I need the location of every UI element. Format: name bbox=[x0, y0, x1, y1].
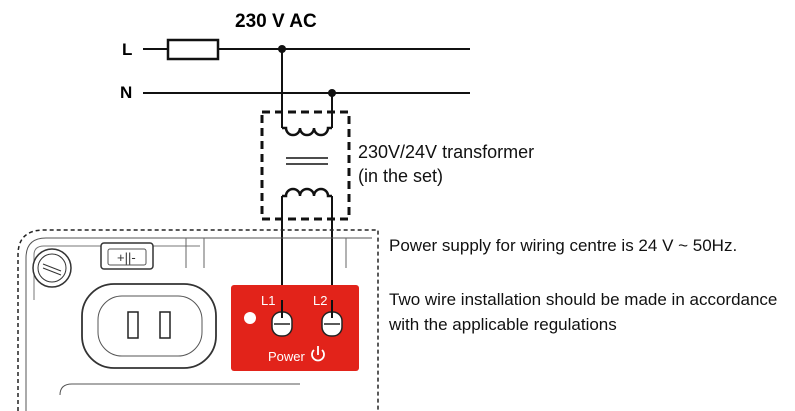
socket-pin-2 bbox=[159, 311, 171, 339]
fuse-clip-icon: +||- bbox=[117, 250, 136, 265]
terminal-block-bg bbox=[231, 285, 359, 371]
transformer-label-line1: 230V/24V transformer bbox=[358, 142, 534, 162]
fuse bbox=[166, 38, 220, 61]
secondary-coil bbox=[282, 187, 332, 198]
line-l-label: L bbox=[122, 40, 132, 59]
status-led bbox=[244, 312, 256, 324]
primary-coil bbox=[282, 126, 332, 137]
socket bbox=[81, 283, 217, 369]
socket-pin-1 bbox=[127, 311, 139, 339]
transformer-label-line2: (in the set) bbox=[358, 166, 443, 186]
supply-note: Power supply for wiring centre is 24 V ~… bbox=[389, 236, 737, 255]
voltage-title: 230 V AC bbox=[235, 11, 317, 32]
wiring-centre-housing: +||- bbox=[17, 229, 379, 411]
terminal-l2-label: L2 bbox=[313, 293, 327, 308]
line-n-label: N bbox=[120, 83, 132, 102]
power-label: Power bbox=[268, 349, 306, 364]
install-note-line2: with the applicable regulations bbox=[388, 315, 617, 334]
install-note-line1: Two wire installation should be made in … bbox=[389, 290, 777, 309]
power-terminal-block: L1 L2 Power bbox=[231, 285, 359, 371]
power-icon bbox=[311, 346, 325, 362]
transformer-box bbox=[260, 110, 351, 221]
terminal-l1-label: L1 bbox=[261, 293, 275, 308]
